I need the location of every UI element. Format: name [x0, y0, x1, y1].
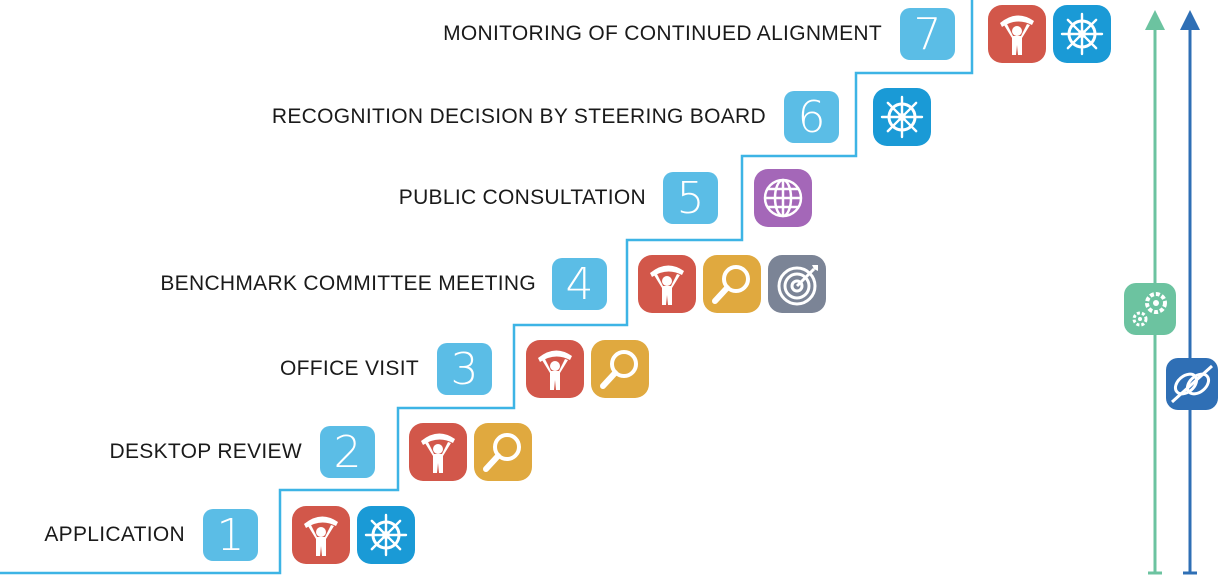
step-label: OFFICE VISIT [280, 357, 419, 380]
step-number: 6 [784, 91, 839, 143]
magnifier-icon [703, 255, 761, 313]
step-number: 3 [437, 343, 492, 395]
step-label: DESKTOP REVIEW [109, 440, 302, 463]
step-label: RECOGNITION DECISION BY STEERING BOARD [271, 105, 766, 128]
step-label: BENCHMARK COMMITTEE MEETING [160, 272, 536, 295]
step-number: 1 [203, 509, 258, 561]
staircase-path [0, 0, 974, 575]
gears-icon [1124, 283, 1176, 335]
stakeholder-icon [292, 506, 350, 564]
steering-wheel-icon [1053, 5, 1111, 63]
stakeholder-icon [409, 423, 467, 481]
globe-icon [754, 169, 812, 227]
magnifier-icon [591, 340, 649, 398]
step-number: 5 [663, 172, 718, 224]
step-number: 2 [320, 426, 375, 478]
stakeholder-icon [526, 340, 584, 398]
step-number: 4 [552, 258, 607, 310]
knot-icon [1166, 358, 1218, 410]
knot-arrow [1180, 10, 1200, 575]
step-label: PUBLIC CONSULTATION [398, 186, 646, 209]
stakeholder-icon [988, 5, 1046, 63]
step-label: APPLICATION [44, 523, 185, 546]
step-label: MONITORING OF CONTINUED ALIGNMENT [443, 22, 882, 45]
magnifier-icon [474, 423, 532, 481]
steering-wheel-icon [873, 88, 931, 146]
target-icon [768, 255, 826, 313]
steering-wheel-icon [357, 506, 415, 564]
step-number: 7 [900, 8, 955, 60]
stakeholder-icon [638, 255, 696, 313]
